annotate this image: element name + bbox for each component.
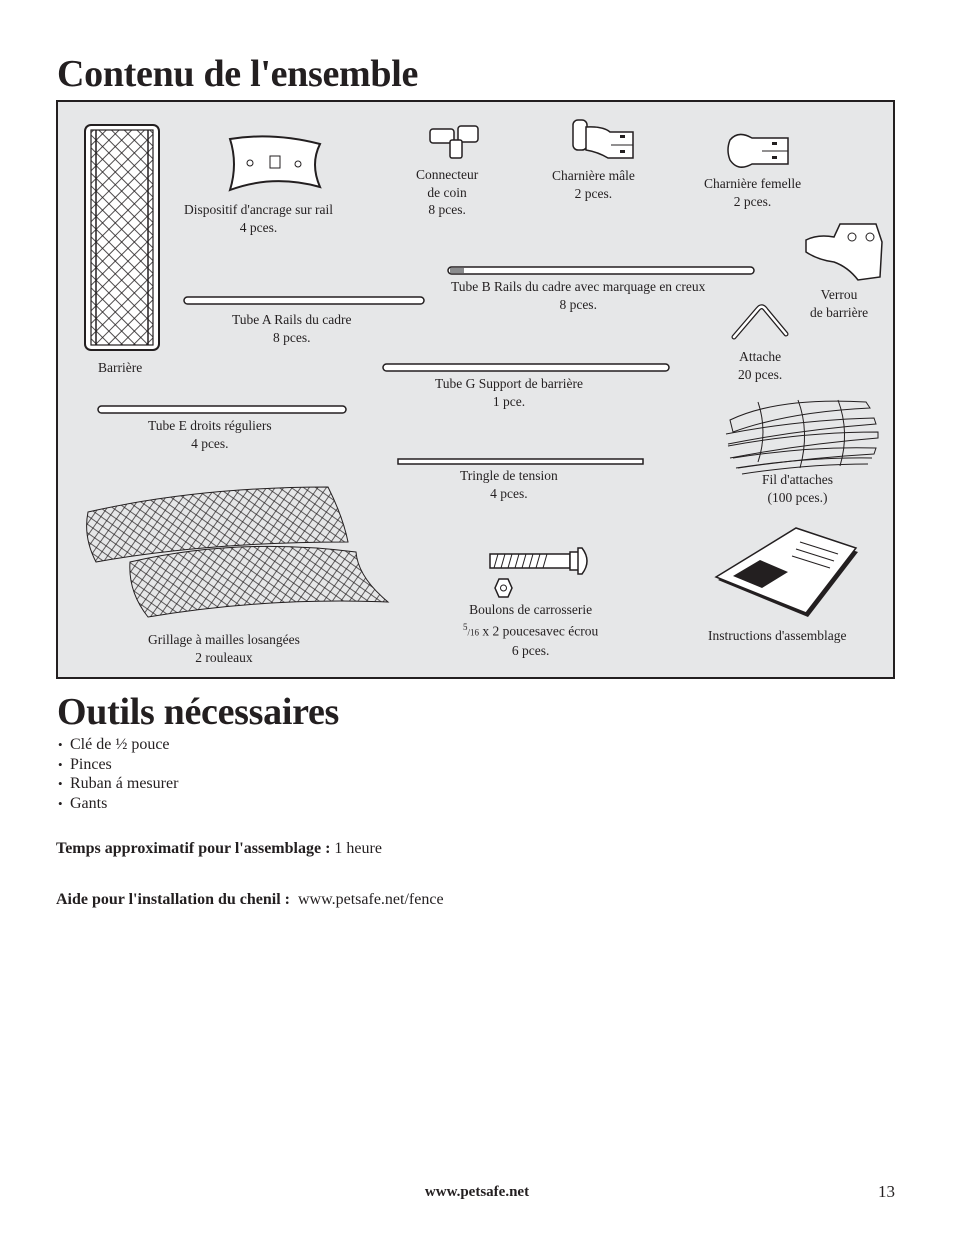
assembly-time-label: Temps approximatif pour l'assemblage : xyxy=(56,840,331,857)
tool-item: Pinces xyxy=(56,755,178,775)
gate-latch-icon xyxy=(805,223,883,281)
mesh-rolls-icon xyxy=(86,486,390,618)
assembly-time: Temps approximatif pour l'assemblage : 1… xyxy=(56,840,382,858)
instruction-booklet-icon xyxy=(714,527,858,617)
nut-icon xyxy=(494,578,513,598)
corner-connector-icon xyxy=(429,125,479,159)
female-hinge-icon xyxy=(727,133,789,168)
male-hinge-icon xyxy=(572,119,634,159)
install-help-label: Aide pour l'installation du chenil : xyxy=(56,891,290,908)
barrier-panel-icon xyxy=(84,124,160,351)
tie-wire-label: Fil d'attaches(100 pces.) xyxy=(762,472,834,505)
tool-item: Clé de ½ pouce xyxy=(56,735,178,755)
tool-item: Ruban á mesurer xyxy=(56,774,178,794)
tube-a-icon xyxy=(183,296,425,305)
fraction-numerator: 5 xyxy=(463,621,468,632)
assembly-time-value: 1 heure xyxy=(334,840,382,857)
tube-g-icon xyxy=(382,363,670,372)
tube-b-label: Tube B Rails du cadre avec marquage en c… xyxy=(451,279,706,312)
carriage-bolt-icon xyxy=(489,547,588,575)
tool-item: Gants xyxy=(56,794,178,814)
install-help: Aide pour l'installation du chenil : www… xyxy=(56,891,444,909)
tube-b-icon xyxy=(447,266,755,275)
footer-url[interactable]: www.petsafe.net xyxy=(424,1184,530,1200)
tension-rod-icon xyxy=(397,458,644,465)
bolts-label: Boulons de carrosserie 5/16 x 2 poucesav… xyxy=(463,602,599,658)
barrier-label: Barrière xyxy=(98,360,143,375)
tie-wire-icon xyxy=(725,399,879,475)
fraction-denominator: 16 xyxy=(470,627,480,637)
parts-illustration xyxy=(84,119,883,618)
tools-list: Clé de ½ pouce Pinces Ruban á mesurer Ga… xyxy=(56,735,178,814)
page-number: 13 xyxy=(878,1182,895,1201)
install-help-link[interactable]: www.petsafe.net/fence xyxy=(297,891,444,908)
tube-e-icon xyxy=(97,405,347,414)
rail-anchor-icon xyxy=(228,135,322,192)
clip-icon xyxy=(731,304,789,340)
contents-title: Contenu de l'ensemble xyxy=(57,53,419,95)
tools-title: Outils nécessaires xyxy=(57,691,340,733)
instructions-label: Instructions d'assemblage xyxy=(708,628,847,643)
